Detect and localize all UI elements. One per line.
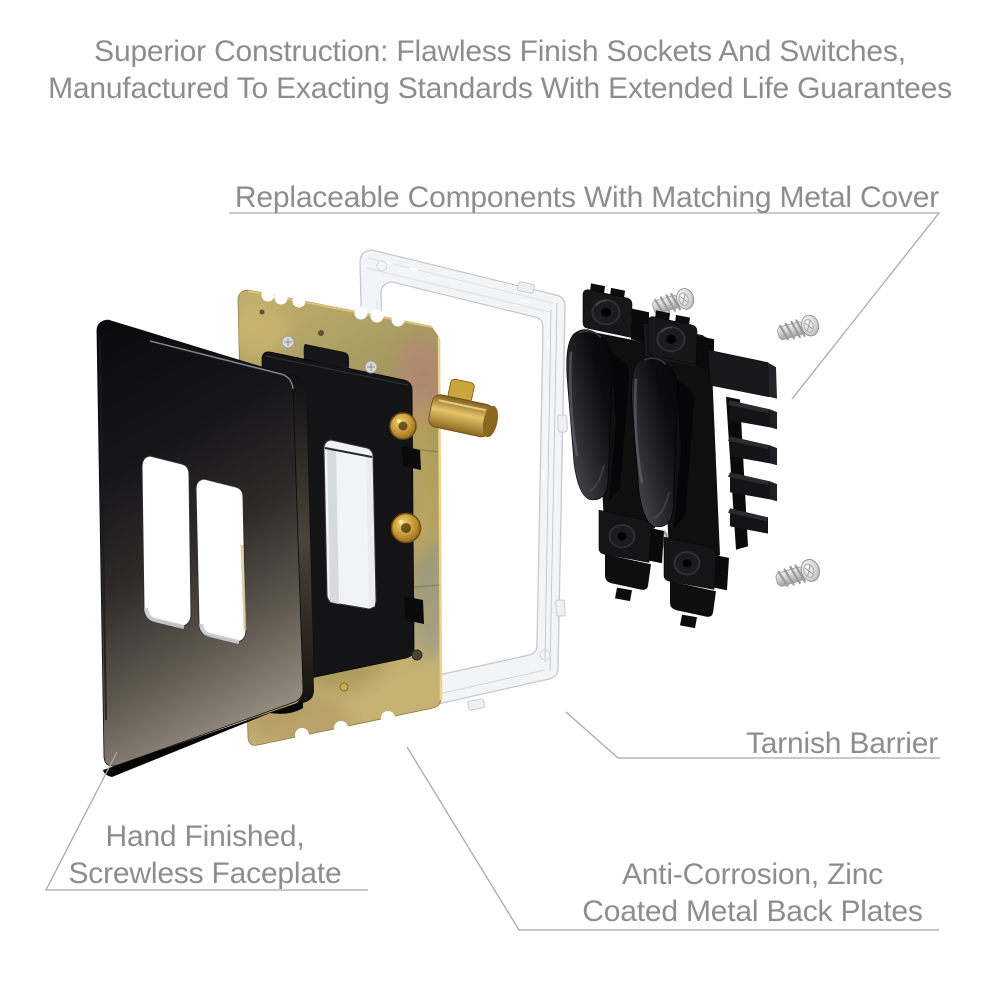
- callout-hand-finished-line-2: Screwless Faceplate: [68, 857, 342, 890]
- leader-tarnish-barrier: [565, 711, 940, 759]
- leader-hand-finished: [44, 751, 368, 891]
- screw-bottom-right: [772, 555, 824, 593]
- callout-replaceable-components: Replaceable Components With Matching Met…: [234, 181, 939, 214]
- switch-module-right: [630, 309, 779, 630]
- leader-replaceable-components: [229, 212, 941, 400]
- callout-anti-corrosion: Anti-Corrosion, Zinc Coated Metal Back P…: [565, 856, 940, 930]
- leader-lines: [44, 212, 941, 931]
- leader-anti-corrosion: [406, 746, 939, 931]
- callout-tarnish-barrier: Tarnish Barrier: [745, 727, 938, 760]
- callout-hand-finished: Hand Finished, Screwless Faceplate: [40, 818, 370, 892]
- heading-line-2: Manufactured To Exacting Standards With …: [48, 72, 952, 105]
- callout-anti-corrosion-line-1: Anti-Corrosion, Zinc: [621, 858, 884, 891]
- heading: Superior Construction: Flawless Finish S…: [0, 33, 1000, 107]
- screwless-faceplate: [96, 319, 314, 777]
- callout-anti-corrosion-line-2: Coated Metal Back Plates: [582, 895, 923, 928]
- heading-line-1: Superior Construction: Flawless Finish S…: [94, 35, 906, 68]
- screw-top-right: [774, 312, 823, 346]
- callout-hand-finished-line-1: Hand Finished,: [105, 820, 305, 853]
- brass-terminal: [428, 378, 499, 438]
